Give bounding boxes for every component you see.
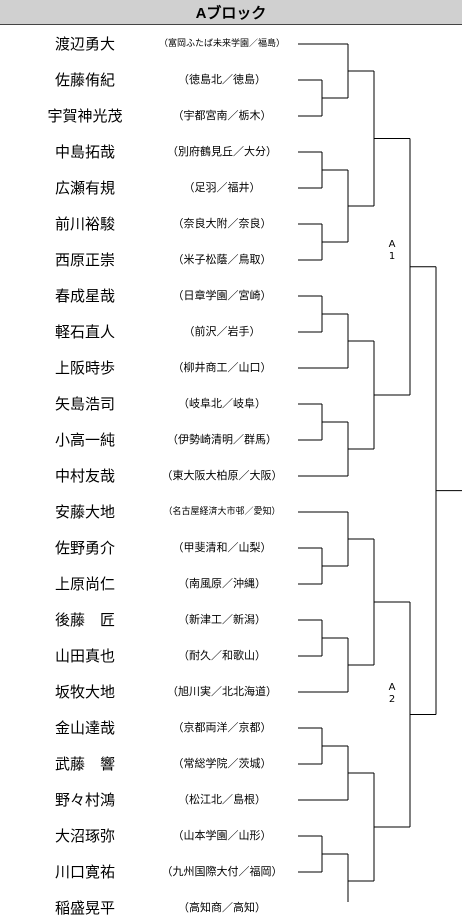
player-row: 川口寛祐 （九州国際大付／福岡） bbox=[0, 857, 300, 887]
player-school: （東大阪大柏原／大阪） bbox=[161, 469, 283, 482]
player-row: 広瀬有規 （足羽／福井） bbox=[0, 173, 300, 203]
player-name: 大沼琢弥 bbox=[54, 827, 115, 845]
player-row: 中島拓哉 （別府鶴見丘／大分） bbox=[0, 137, 300, 167]
player-row: 佐藤侑紀 （徳島北／徳島） bbox=[0, 65, 300, 95]
player-school: （常総学院／茨城） bbox=[172, 757, 272, 770]
player-row: 安藤大地 （名古屋経済大市邨／愛知） bbox=[0, 497, 300, 527]
player-name: 中島拓哉 bbox=[54, 143, 115, 161]
player-school: （耐久／和歌山） bbox=[178, 649, 266, 662]
player-name: 佐藤侑紀 bbox=[54, 71, 115, 89]
player-row: 西原正崇 （米子松蔭／鳥取） bbox=[0, 245, 300, 275]
player-name: 坂牧大地 bbox=[54, 683, 115, 701]
player-name: 春成星哉 bbox=[54, 287, 115, 305]
player-name: 安藤大地 bbox=[54, 503, 115, 521]
player-row: 武藤 響 （常総学院／茨城） bbox=[0, 749, 300, 779]
slot-label-a2-number: 2 bbox=[389, 694, 395, 705]
player-row: 金山達哉 （京都両洋／京都） bbox=[0, 713, 300, 743]
player-row: 野々村鴻 （松江北／島根） bbox=[0, 785, 300, 815]
player-name: 金山達哉 bbox=[54, 719, 115, 737]
tournament-bracket: A 1 A 2 bbox=[298, 43, 462, 902]
player-school: （松江北／島根） bbox=[178, 793, 266, 806]
player-name: 山田真也 bbox=[54, 647, 115, 665]
player-school: （富岡ふたば未来学園／福島） bbox=[158, 39, 285, 49]
player-school: （九州国際大付／福岡） bbox=[161, 865, 283, 878]
player-school: （前沢／岩手） bbox=[183, 325, 261, 338]
player-row: 山田真也 （耐久／和歌山） bbox=[0, 641, 300, 671]
player-name: 矢島浩司 bbox=[54, 395, 115, 413]
player-name: 武藤 響 bbox=[54, 755, 115, 773]
player-row: 宇賀神光茂 （宇都宮南／栃木） bbox=[0, 101, 300, 131]
player-row: 中村友哉 （東大阪大柏原／大阪） bbox=[0, 461, 300, 491]
player-school: （足羽／福井） bbox=[183, 181, 261, 194]
bracket-lines bbox=[298, 43, 462, 902]
player-row: 矢島浩司 （岐阜北／岐阜） bbox=[0, 389, 300, 419]
player-school: （甲斐清和／山梨） bbox=[172, 541, 272, 554]
player-school: （伊勢崎清明／群馬） bbox=[167, 433, 277, 446]
player-name: 広瀬有規 bbox=[54, 179, 115, 197]
player-name: 渡辺勇大 bbox=[54, 35, 115, 53]
block-title-text: Aブロック bbox=[195, 4, 267, 22]
player-school: （新津工／新潟） bbox=[178, 613, 266, 626]
player-name: 中村友哉 bbox=[54, 467, 115, 485]
player-name: 前川裕駿 bbox=[54, 215, 115, 233]
player-school: （山本学園／山形） bbox=[172, 829, 272, 842]
slot-label-a1-letter: A bbox=[389, 239, 396, 250]
player-row: 坂牧大地 （旭川実／北北海道） bbox=[0, 677, 300, 707]
player-name: 上阪時歩 bbox=[54, 359, 115, 377]
block-title: Aブロック bbox=[0, 0, 462, 25]
player-row: 大沼琢弥 （山本学園／山形） bbox=[0, 821, 300, 851]
player-name: 西原正崇 bbox=[54, 251, 115, 269]
player-school: （奈良大附／奈良） bbox=[172, 217, 272, 230]
player-name: 宇賀神光茂 bbox=[47, 107, 123, 125]
player-school: （名古屋経済大市邨／愛知） bbox=[163, 507, 281, 517]
player-name: 佐野勇介 bbox=[54, 539, 115, 557]
player-name: 小高一純 bbox=[54, 431, 115, 449]
player-school: （米子松蔭／鳥取） bbox=[172, 253, 272, 266]
player-name: 野々村鴻 bbox=[54, 791, 115, 809]
player-row: 前川裕駿 （奈良大附／奈良） bbox=[0, 209, 300, 239]
player-row: 佐野勇介 （甲斐清和／山梨） bbox=[0, 533, 300, 563]
player-row: 軽石直人 （前沢／岩手） bbox=[0, 317, 300, 347]
player-name: 川口寛祐 bbox=[54, 863, 115, 881]
player-row: 上阪時歩 （柳井商工／山口） bbox=[0, 353, 300, 383]
player-school: （徳島北／徳島） bbox=[178, 73, 266, 86]
slot-label-a1-number: 1 bbox=[389, 251, 395, 262]
player-name: 後藤 匠 bbox=[54, 611, 115, 629]
player-school: （別府鶴見丘／大分） bbox=[167, 145, 277, 158]
player-school: （岐阜北／岐阜） bbox=[178, 397, 266, 410]
player-row: 小高一純 （伊勢崎清明／群馬） bbox=[0, 425, 300, 455]
player-name: 軽石直人 bbox=[54, 323, 115, 341]
player-name: 上原尚仁 bbox=[54, 575, 115, 593]
player-school: （南風原／沖縄） bbox=[178, 577, 266, 590]
player-school: （旭川実／北北海道） bbox=[167, 685, 277, 698]
player-row: 後藤 匠 （新津工／新潟） bbox=[0, 605, 300, 635]
player-row: 春成星哉 （日章学園／宮崎） bbox=[0, 281, 300, 311]
player-school: （京都両洋／京都） bbox=[172, 721, 272, 734]
player-school: （柳井商工／山口） bbox=[172, 361, 272, 374]
player-row: 上原尚仁 （南風原／沖縄） bbox=[0, 569, 300, 599]
slot-label-a2-letter: A bbox=[389, 682, 396, 693]
player-school: （日章学園／宮崎） bbox=[172, 289, 272, 302]
player-row: 渡辺勇大 （富岡ふたば未来学園／福島） bbox=[0, 29, 300, 59]
player-school: （宇都宮南／栃木） bbox=[172, 109, 272, 122]
